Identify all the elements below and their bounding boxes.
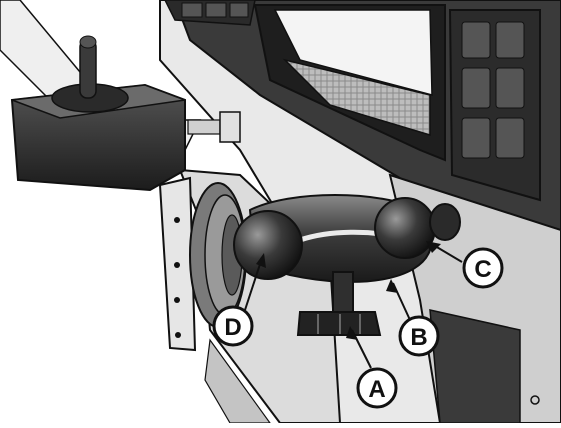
callout-d-label: D xyxy=(224,314,241,341)
callout-leaders xyxy=(244,241,463,369)
joystick-box xyxy=(10,35,241,192)
mounting-bracket xyxy=(158,176,247,352)
callout-c-label: C xyxy=(474,256,491,283)
callout-a-label: A xyxy=(368,376,385,403)
callout-a: A xyxy=(356,367,398,409)
callout-b-label: B xyxy=(410,324,427,351)
ball-mount-assembly xyxy=(233,194,461,336)
leader-line-d xyxy=(244,257,263,311)
callout-c: C xyxy=(462,247,504,289)
callout-b: B xyxy=(398,315,440,357)
callout-d: D xyxy=(212,305,254,347)
display-housing xyxy=(159,0,561,424)
